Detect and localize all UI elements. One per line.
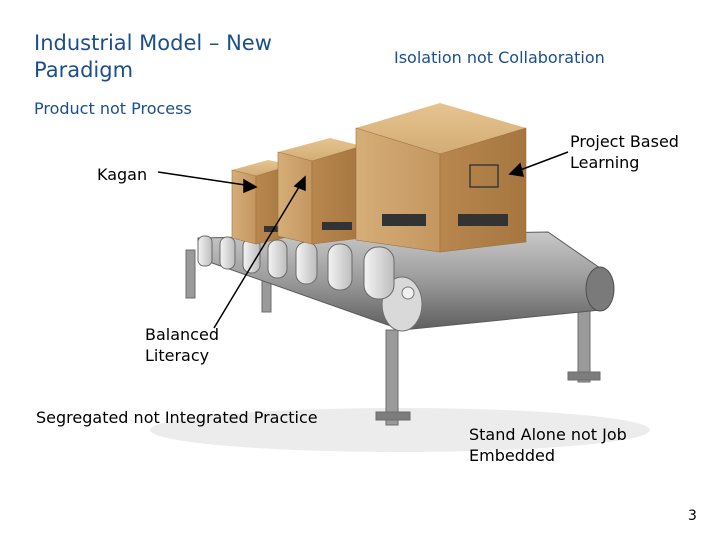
cardboard-box-medium [277,138,363,245]
floor-shadow [150,408,650,452]
slide-title: Industrial Model – New Paradigm [34,31,272,82]
page-number: 3 [688,508,697,524]
label-kagan: Kagan [97,165,148,184]
label-stand-alone: Stand Alone not Job Embedded [469,425,627,465]
conveyor-legs [185,249,601,426]
label-isolation: Isolation not Collaboration [394,48,605,67]
label-product: Product not Process [34,99,192,118]
cardboard-box-large [355,103,527,253]
label-project-based: Project Based Learning [570,132,679,172]
conveyor-rollers [197,235,395,300]
label-segregated: Segregated not Integrated Practice [36,408,318,427]
label-balanced-literacy: Balanced Literacy [145,325,219,365]
annotation-arrows [157,151,569,329]
